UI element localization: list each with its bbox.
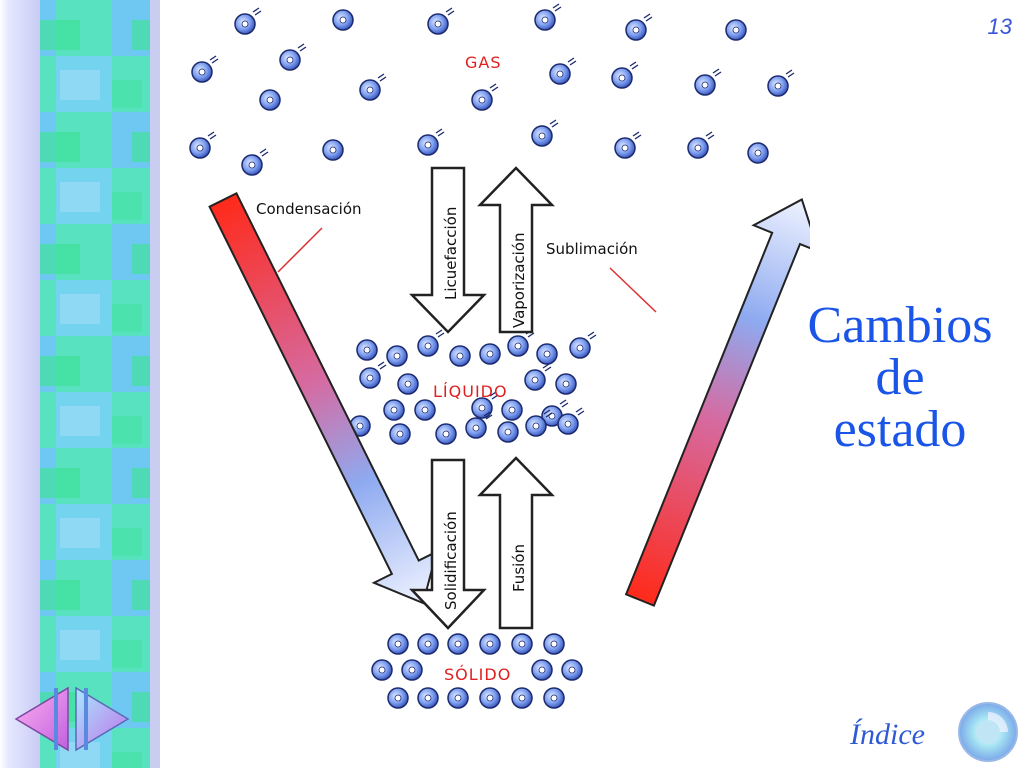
page-number: 13 xyxy=(987,14,1012,39)
pointer-sublimation xyxy=(609,267,657,313)
label-vaporization: Vaporización xyxy=(510,233,528,329)
label-liquefaction: Licuefacción xyxy=(442,207,460,300)
triangle-left-icon[interactable] xyxy=(12,684,70,754)
phase-label-gas: GAS xyxy=(465,53,502,72)
title-line-2: de xyxy=(875,349,925,406)
phase-label-liquid: LÍQUIDO xyxy=(433,382,508,401)
slide-title: Cambios de estado xyxy=(780,300,1020,456)
arrow-liquefaction xyxy=(409,166,487,334)
phase-label-solid: SÓLIDO xyxy=(444,665,511,684)
states-of-matter-diagram: GAS LÍQUIDO SÓLIDO Condensación Licuefac… xyxy=(189,3,810,709)
arrow-solidification xyxy=(409,458,487,630)
triangle-right-icon[interactable] xyxy=(72,684,132,754)
arrow-vaporization xyxy=(477,166,555,334)
label-condensation: Condensación xyxy=(256,200,362,218)
pointer-condensation xyxy=(277,227,323,273)
label-sublimation: Sublimación xyxy=(546,240,638,258)
decorative-side-band xyxy=(0,0,160,768)
arrow-fusion xyxy=(477,456,555,630)
arrow-condensation xyxy=(208,191,439,605)
arrow-sublimation xyxy=(624,198,810,607)
title-line-3: estado xyxy=(833,401,967,458)
title-line-1: Cambios xyxy=(807,297,993,354)
gas-particles xyxy=(189,3,795,176)
label-fusion: Fusión xyxy=(510,544,528,592)
index-link[interactable]: Índice xyxy=(850,718,925,751)
label-solidification: Solidificación xyxy=(442,511,460,610)
circle-index-icon[interactable] xyxy=(956,700,1020,764)
